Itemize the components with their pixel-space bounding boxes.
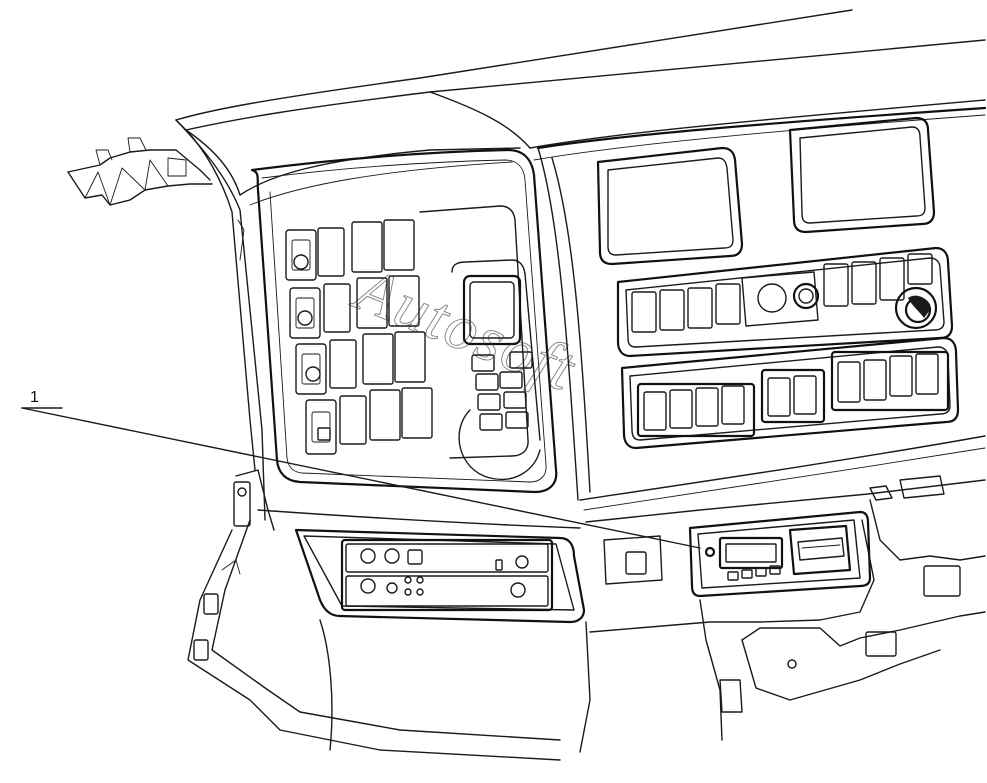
dashboard-top-shell [175, 9, 986, 206]
radio-unit [603, 510, 872, 598]
climate-control-panel [257, 509, 586, 624]
left-switch-panel [250, 148, 558, 494]
switch-row-lower [620, 336, 960, 450]
rocker-switch-grid [351, 219, 433, 441]
left-vent-bracket [67, 137, 213, 206]
lower-left-cover [187, 469, 591, 761]
lower-right-housing [585, 475, 986, 741]
callout-label: 1 [30, 389, 39, 406]
gauge-screen-right [788, 116, 936, 234]
left-pillar [175, 119, 266, 521]
callout-leader-line [21, 407, 701, 549]
switch-column-2 [317, 227, 367, 445]
gauge-screen-left [596, 146, 744, 266]
instrument-cluster [536, 106, 987, 511]
toggle-column-left [285, 229, 337, 455]
center-display-module [419, 205, 541, 480]
watermark: Autosoft [343, 252, 586, 405]
switch-row-upper [616, 246, 954, 358]
callout-1: 1 [21, 389, 701, 549]
